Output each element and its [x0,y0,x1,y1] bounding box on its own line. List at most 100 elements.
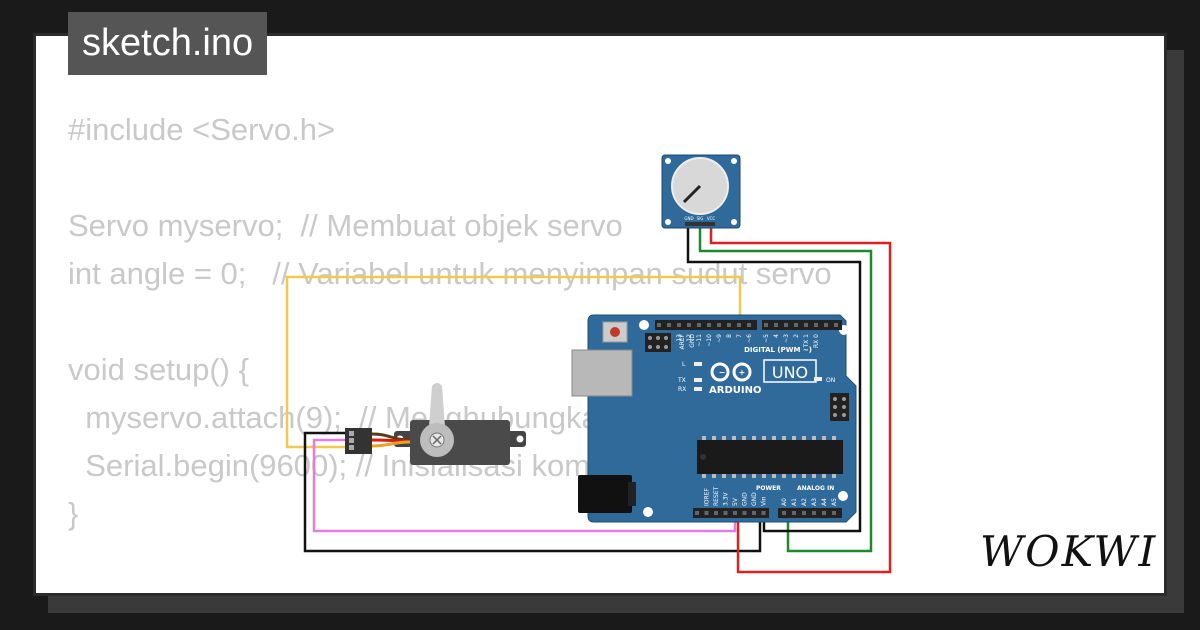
led-rx-label: RX [678,386,686,393]
code-line: #include <Servo.h> [68,112,336,147]
led-rx [694,387,702,391]
header-hole[interactable] [695,511,699,515]
analog-header [778,508,842,518]
servo-motor[interactable] [345,383,526,465]
led-l [694,362,702,366]
analog-pin-label: A1 [791,498,798,506]
header-hole[interactable] [733,511,737,515]
power-header [693,508,769,518]
header-hole[interactable] [774,323,778,327]
digital-pin-label: 12 [686,334,693,342]
header-hole[interactable] [812,511,816,515]
file-tab[interactable]: sketch.ino [68,12,268,75]
power-jack [578,475,632,513]
analog-pin-label: A4 [821,498,828,506]
digital-header-a [655,320,757,330]
header-hole[interactable] [824,323,828,327]
pot-pin-label: VCC [707,216,716,221]
digital-pin-label: ~9 [716,334,723,343]
code-line: void loop() { [68,586,832,593]
arduino-logo [710,362,752,382]
header-hole[interactable] [687,323,691,327]
header-hole[interactable] [761,511,766,515]
digital-pin-label: 13 [676,334,683,342]
wire-red-pot-vcc[interactable] [709,224,892,574]
digital-pin-label: ~6 [746,334,753,343]
wire-black-servo-gnd[interactable] [303,431,762,553]
header-hole[interactable] [782,511,786,515]
digital-pin-label: ~3 [783,334,790,343]
usb-port [571,349,633,397]
power-pin-label: IOREF [704,488,711,506]
knob-pointer [682,184,702,204]
header-hole[interactable] [834,323,838,327]
power-pin-label: 3.3V [723,491,730,506]
wire-pink-servo-vcc[interactable] [312,438,737,533]
wires [285,224,892,574]
header-hole[interactable] [742,511,747,515]
header-hole[interactable] [727,323,731,327]
analog-pin-label: A0 [781,498,788,506]
svg-text:−: − [719,368,726,377]
pot-pin-label: SIG [697,216,704,221]
code-line: void setup() { [68,352,249,387]
model-label: UNO [772,363,808,382]
digital-pin-label: GND [689,334,696,348]
pot-pin-label: GND [684,216,693,221]
code-line: int angle = 0; // Variabel untuk menyimp… [68,256,832,291]
uno-badge [763,359,817,383]
digital-pin-label: RX 0 [813,334,820,348]
header-hole[interactable] [697,323,701,327]
atmega-chip [697,440,843,474]
potentiometer[interactable]: GND SIG VCC [661,154,741,229]
svg-text:+: + [739,368,746,377]
digital-pin-label: 4 [773,334,780,338]
digital-header-label: DIGITAL (PWM ~) [744,346,812,354]
power-pin-label: GND [742,492,749,506]
header-hole[interactable] [822,511,826,515]
digital-header-b [762,320,842,330]
led-tx [694,378,702,382]
power-pin-label: Vin [761,496,768,506]
header-hole[interactable] [737,323,741,327]
digital-pin-label: 8 [726,334,733,338]
header-hole[interactable] [792,511,796,515]
power-pin-label: GND [751,492,758,506]
wire-black-pot-gnd[interactable] [686,224,862,533]
digital-pin-label: ~10 [706,334,713,347]
analog-pin-label: A3 [811,498,818,506]
header-hole[interactable] [704,511,709,515]
digital-pin-label: TX 1 [803,334,810,349]
header-hole[interactable] [723,511,728,515]
header-hole[interactable] [804,323,808,327]
led-tx-label: TX [677,377,686,384]
digital-pin-label: 7 [736,334,743,338]
header-hole[interactable] [677,323,681,327]
header-hole[interactable] [657,323,661,327]
analog-header-label: ANALOG IN [797,485,834,492]
wire-green-pot-sig[interactable] [698,224,873,553]
wire-yellow-signal[interactable] [285,275,742,449]
digital-pin-label: 2 [793,334,800,338]
header-hole[interactable] [717,323,721,327]
led-l-label: L [682,361,686,368]
led-on-label: ON [826,377,835,384]
header-hole[interactable] [832,511,836,515]
header-hole[interactable] [707,323,711,327]
header-hole[interactable] [814,323,818,327]
digital-pin-label: ~5 [763,334,770,343]
code-line: Servo myservo; // Membuat objek servo [68,208,623,243]
header-hole[interactable] [802,511,806,515]
analog-pin-label: A5 [831,498,838,506]
header-hole[interactable] [794,323,798,327]
header-hole[interactable] [764,323,768,327]
header-hole[interactable] [747,323,751,327]
header-hole[interactable] [667,323,671,327]
power-pin-label: RESET [713,486,720,506]
header-hole[interactable] [714,511,718,515]
header-hole[interactable] [752,511,756,515]
code-line: } [68,496,79,531]
header-hole[interactable] [784,323,788,327]
